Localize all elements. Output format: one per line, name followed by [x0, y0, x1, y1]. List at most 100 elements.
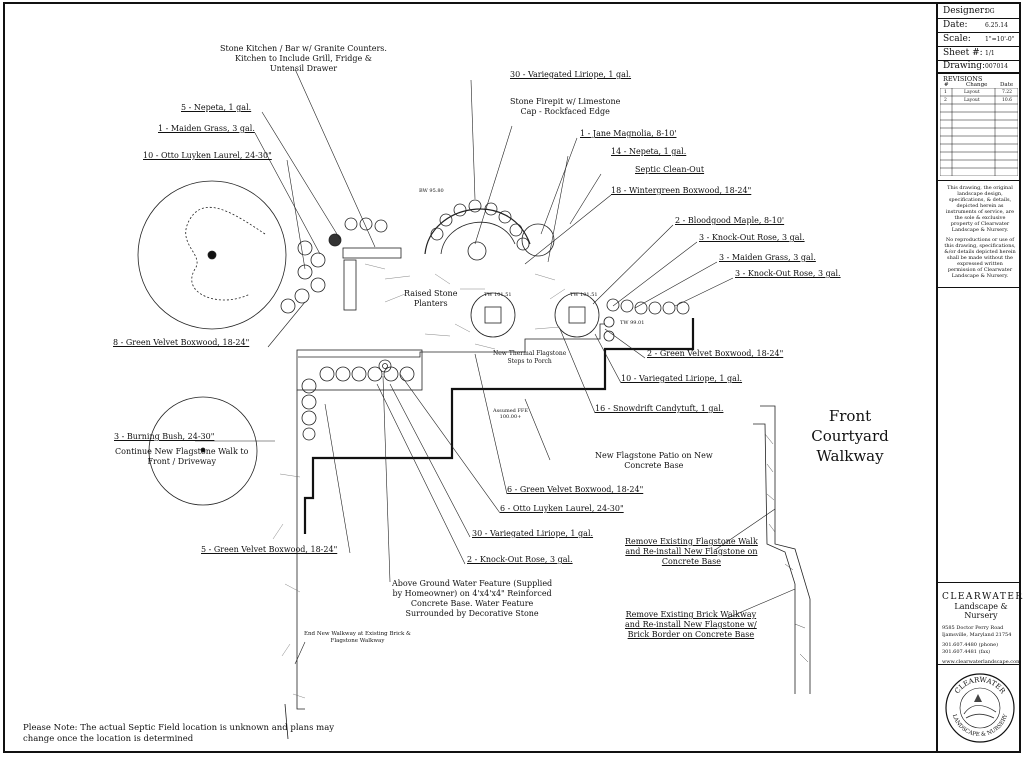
callout-line: End New Walkway at Existing Brick &	[304, 631, 411, 637]
callout-water-feature: Above Ground Water Feature (Supplied by …	[392, 579, 552, 619]
scale-row: Scale: 1"=10'-0"	[938, 32, 1021, 46]
drawing-row: Drawing: 007014	[938, 60, 1021, 72]
callout-green-velvet-5: 5 - Green Velvet Boxwood, 18-24"	[201, 545, 338, 554]
callout-burning-bush: 3 - Burning Bush, 24-30"	[114, 432, 215, 441]
revisions-label: REVISIONS	[943, 75, 983, 83]
date-row: Date: 6.25.14	[938, 18, 1021, 32]
callout-line: Front / Driveway	[147, 457, 216, 466]
revisions-grid	[940, 88, 1018, 176]
burning-bush-canopy	[148, 396, 258, 506]
callout-nepeta-5: 5 - Nepeta, 1 gal.	[181, 103, 252, 112]
designer-value: DG	[985, 7, 995, 15]
bloodgood-maple-1	[470, 292, 516, 338]
rev-2-date: 10.6	[1002, 98, 1013, 103]
sheet-row: Sheet #: 1/1	[938, 46, 1021, 60]
callout-line: Surrounded by Decorative Stone	[405, 609, 539, 618]
callout-line: Brick Border on Concrete Base	[627, 630, 755, 639]
callout-line: by Homeowner) on 4'x4'x4" Reinforced	[392, 589, 552, 598]
callout-otto-luyken-6: 6 - Otto Luyken Laurel, 24-30"	[500, 504, 624, 513]
callout-line: New Flagstone Patio on New	[595, 451, 713, 460]
disclaimer-paragraph: This drawing, the original landscape des…	[945, 185, 1015, 233]
company-subtitle: Landscape & Nursery	[954, 602, 1008, 620]
designer-label: Designer:	[943, 6, 988, 16]
address-line: 9585 Doctor Perry Road	[942, 625, 1004, 631]
footnote-line: change once the location is determined	[23, 734, 194, 744]
rev-col-change: Change	[966, 82, 988, 88]
callout-patio: New Flagstone Patio on New Concrete Base	[595, 451, 713, 471]
disclaimer-paragraph: No reproductions or use of this drawing,…	[944, 237, 1016, 279]
rev-1-num: 1	[944, 90, 947, 95]
company-address: 9585 Doctor Perry Road Ijamsville, Maryl…	[942, 625, 1021, 666]
callout-liriope-10: 10 - Variegated Liriope, 1 gal.	[621, 374, 743, 383]
flagstone-texture	[272, 263, 566, 699]
callout-remove-flagstone: Remove Existing Flagstone Walk and Re-in…	[625, 537, 758, 567]
walk-left-edge	[296, 390, 305, 710]
callout-knockout-2: 2 - Knock-Out Rose, 3 gal.	[467, 555, 573, 564]
rev-col-num: #	[944, 82, 949, 88]
callout-line: Above Ground Water Feature (Supplied	[392, 579, 553, 588]
address-line: Ijamsville, Maryland 21754	[942, 631, 1012, 638]
elevation-line: Assumed FFE	[493, 408, 529, 414]
callout-line: Kitchen to Include Grill, Fridge &	[235, 54, 372, 63]
footnote-line: Please Note: The actual Septic Field loc…	[23, 723, 335, 733]
elevation-ffe: Assumed FFE 100.00+	[493, 408, 528, 420]
section-title-line: Walkway	[816, 447, 884, 465]
plan-drawing	[137, 68, 811, 740]
callout-end-walkway: End New Walkway at Existing Brick & Flag…	[304, 631, 411, 645]
kitchen-counter	[343, 259, 357, 311]
callout-candytuft: 16 - Snowdrift Candytuft, 1 gal.	[595, 404, 724, 413]
tree-trunk	[207, 250, 217, 260]
callout-line: Concrete Base	[661, 557, 721, 566]
elevation-tw-2: TW 101.51	[570, 292, 598, 298]
svg-text:LANDSCAPE & NURSERY: LANDSCAPE & NURSERY	[951, 713, 1009, 738]
callout-line: Stone Kitchen / Bar w/ Granite Counters.	[220, 44, 387, 53]
callout-nepeta-14: 14 - Nepeta, 1 gal.	[611, 147, 687, 156]
drawing-frame	[3, 2, 1021, 753]
firepit	[467, 241, 487, 261]
date-label: Date:	[943, 20, 968, 30]
callout-knockout-3b: 3 - Knock-Out Rose, 3 gal.	[735, 269, 841, 278]
designer-row: Designer: DG	[938, 4, 1021, 18]
company-name: CLEARWATER	[942, 592, 1024, 602]
copyright-disclaimer: This drawing, the original landscape des…	[944, 185, 1016, 279]
callout-septic: Septic Clean-Out	[635, 165, 705, 174]
rev-col-date: Date	[1000, 82, 1014, 88]
water-feature-core	[382, 363, 388, 369]
tree-canopy-detail	[185, 207, 266, 301]
callout-knockout-3a: 3 - Knock-Out Rose, 3 gal.	[699, 233, 805, 242]
callout-line: Planters	[413, 299, 448, 308]
callout-line: Remove Existing Flagstone Walk	[625, 537, 758, 546]
callout-liriope-30-top: 30 - Variegated Liriope, 1 gal.	[510, 70, 632, 79]
callout-line: Steps to Porch	[507, 358, 552, 365]
callout-continue-walk: Continue New Flagstone Walk to Front / D…	[115, 447, 248, 467]
seal-top-text: CLEARWATER	[953, 676, 1007, 696]
company-seal-logo: CLEARWATER LANDSCAPE & NURSERY	[945, 673, 1015, 743]
bloodgood-maple-2	[554, 292, 600, 338]
callout-line: and Re-install New Flagstone on	[625, 547, 758, 556]
callout-thermal-steps: New Thermal Flagstone Steps to Porch	[493, 350, 566, 366]
rev-1-change: Layout	[964, 90, 980, 95]
callout-maiden-grass-1: 1 - Maiden Grass, 3 gal.	[158, 124, 255, 133]
rev-2-num: 2	[944, 98, 947, 103]
rev-1-date: 7.22	[1002, 90, 1013, 95]
seal-bottom-text: LANDSCAPE & NURSERY	[951, 713, 1009, 738]
callout-jane-magnolia: 1 - Jane Magnolia, 8-10'	[580, 129, 677, 138]
walk-end-edge	[284, 703, 289, 740]
water-feature	[378, 359, 392, 373]
shrub-cluster-left	[280, 217, 388, 314]
planting-bed	[296, 349, 423, 391]
callout-green-velvet-2: 2 - Green Velvet Boxwood, 18-24"	[647, 349, 784, 358]
elevation-bw: BW 95.80	[419, 188, 444, 194]
callout-remove-brick: Remove Existing Brick Walkway and Re-ins…	[625, 610, 757, 640]
callout-line: Cap - Rockfaced Edge	[520, 107, 610, 116]
fax: 301.607.4481 (fax)	[942, 648, 991, 655]
jane-magnolia	[521, 223, 555, 257]
raised-planter-2	[568, 306, 586, 324]
callout-line: New Thermal Flagstone	[493, 350, 567, 357]
site-plan: Stone Kitchen / Bar w/ Granite Counters.…	[5, 4, 932, 751]
company-info: CLEARWATER Landscape & Nursery 9585 Doct…	[942, 592, 1024, 666]
svg-text:CLEARWATER: CLEARWATER	[953, 676, 1007, 696]
date-value: 6.25.14	[985, 21, 1008, 29]
website-link[interactable]: www.clearwaterlandscape.com	[942, 659, 1021, 665]
scale-label: Scale:	[943, 34, 971, 44]
